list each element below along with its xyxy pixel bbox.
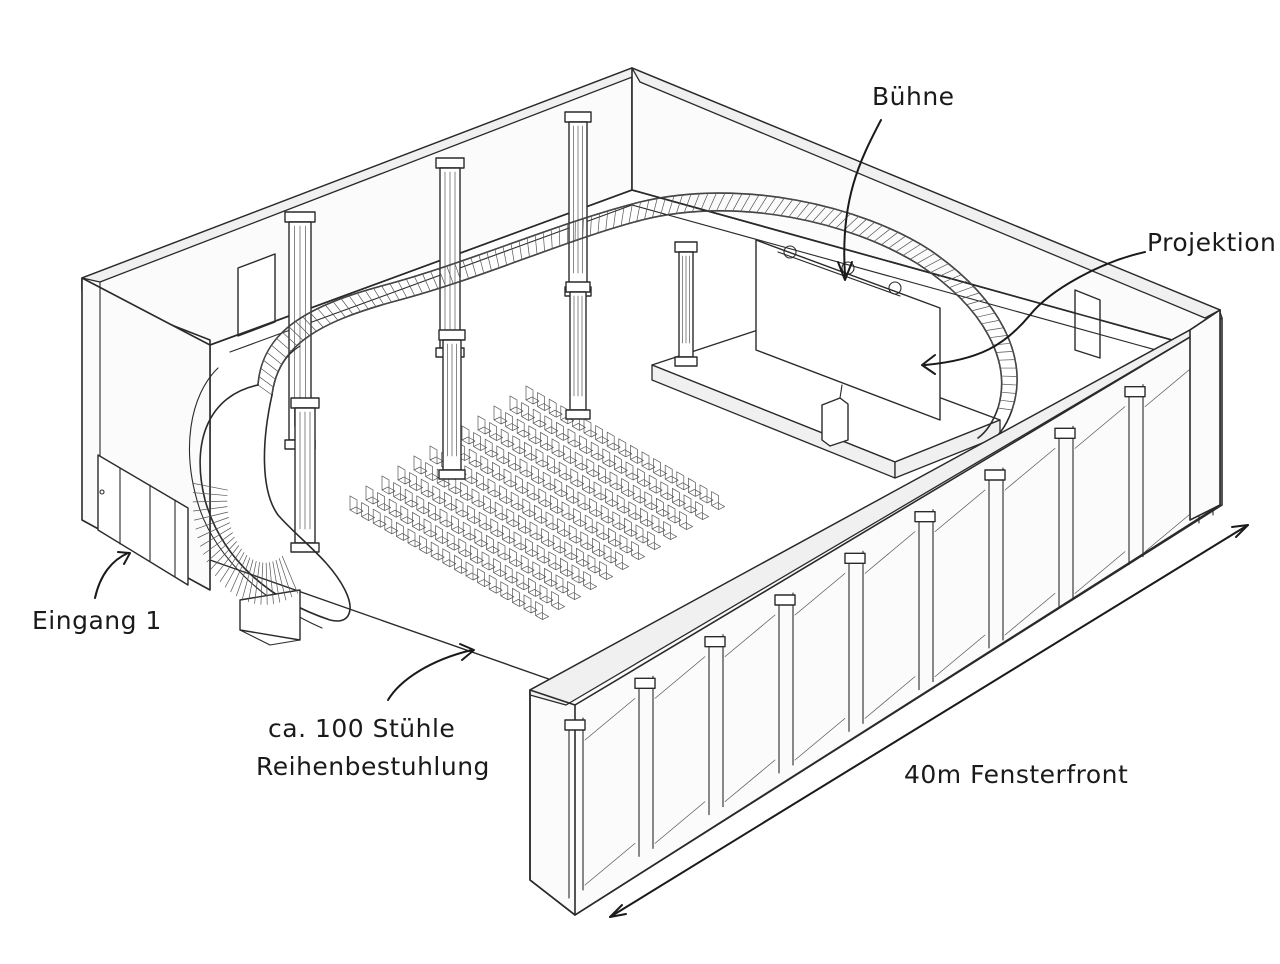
- label-window-front: 40m Fensterfront: [904, 758, 1128, 792]
- column: [436, 158, 464, 357]
- label-entrance: Eingang 1: [32, 604, 162, 638]
- column: [439, 330, 465, 479]
- column: [565, 112, 591, 296]
- column: [291, 398, 319, 552]
- label-seats-count: ca. 100 Stühle: [268, 712, 455, 746]
- label-projection: Projektion: [1147, 226, 1276, 260]
- label-seats-arrangement: Reihenbestuhlung: [256, 750, 490, 784]
- back-door-right: [1075, 290, 1100, 358]
- column: [566, 282, 590, 419]
- right-wall-end: [1190, 310, 1220, 520]
- column: [675, 242, 697, 366]
- entrance-arrow: [95, 552, 130, 598]
- seats-arrow: [388, 644, 474, 700]
- label-stage: Bühne: [872, 80, 955, 114]
